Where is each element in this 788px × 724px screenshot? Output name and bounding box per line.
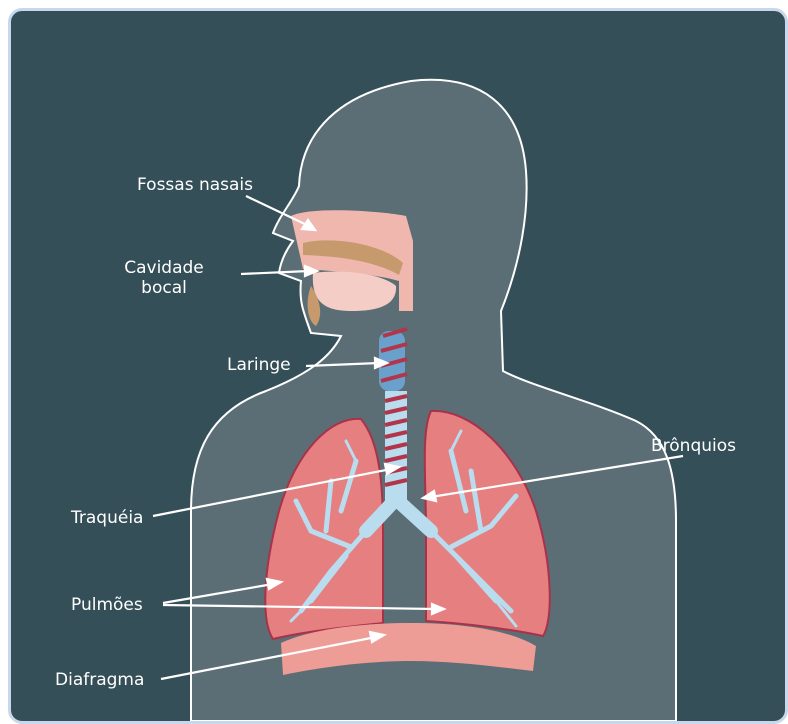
label-cavidade-bocal-line2: bocal (119, 278, 209, 298)
label-cavidade-bocal: Cavidade bocal (119, 258, 209, 298)
label-traqueia: Traquéia (71, 508, 143, 528)
label-cavidade-bocal-line1: Cavidade (119, 258, 209, 278)
label-diafragma: Diafragma (55, 670, 144, 690)
label-bronquios: Brônquios (651, 436, 736, 456)
label-laringe: Laringe (227, 355, 291, 375)
diagram-frame: Fossas nasais Cavidade bocal Laringe Brô… (8, 8, 788, 724)
label-pulmoes: Pulmões (71, 595, 143, 615)
label-fossas-nasais: Fossas nasais (137, 175, 253, 195)
